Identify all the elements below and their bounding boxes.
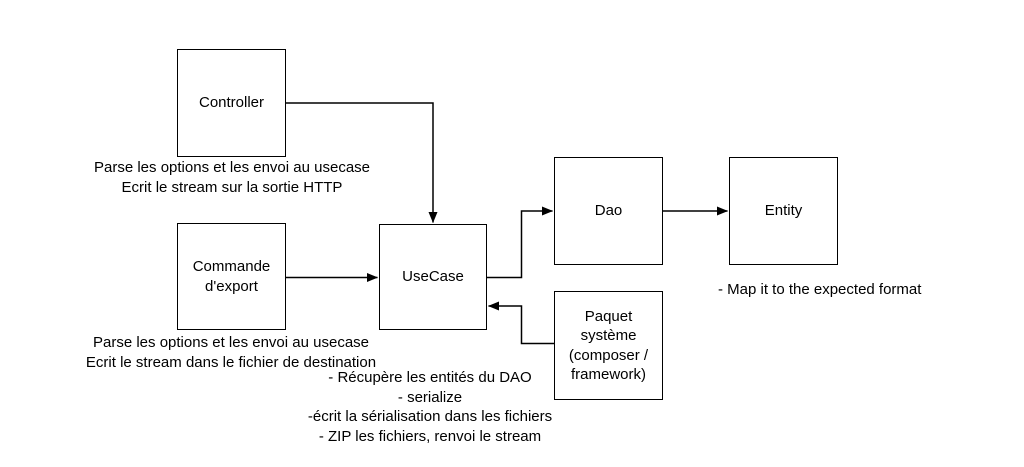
node-commande-export-label: Commande d'export [192,258,271,295]
node-dao: Dao [554,157,663,265]
node-paquet-systeme-label: Paquet système (composer / framework) [568,307,649,384]
node-paquet-systeme: Paquet système (composer / framework) [554,291,663,400]
note-entity: - Map it to the expected format [718,281,922,298]
edge-usecase-to-dao [487,206,553,279]
node-usecase: UseCase [379,224,487,330]
edge-paquet-to-usecase [488,301,554,345]
node-controller: Controller [177,49,286,157]
node-entity-label: Entity [764,202,803,220]
node-entity: Entity [729,157,838,265]
node-usecase-label: UseCase [402,268,464,286]
note-usecase: - Récupère les entités du DAO - serializ… [307,369,553,445]
note-controller: Parse les options et les envoi au usecas… [94,159,370,196]
node-dao-label: Dao [594,202,623,220]
node-controller-label: Controller [198,94,265,112]
note-commande-export: Parse les options et les envoi au usecas… [85,334,377,371]
node-commande-export: Commande d'export [177,223,286,330]
